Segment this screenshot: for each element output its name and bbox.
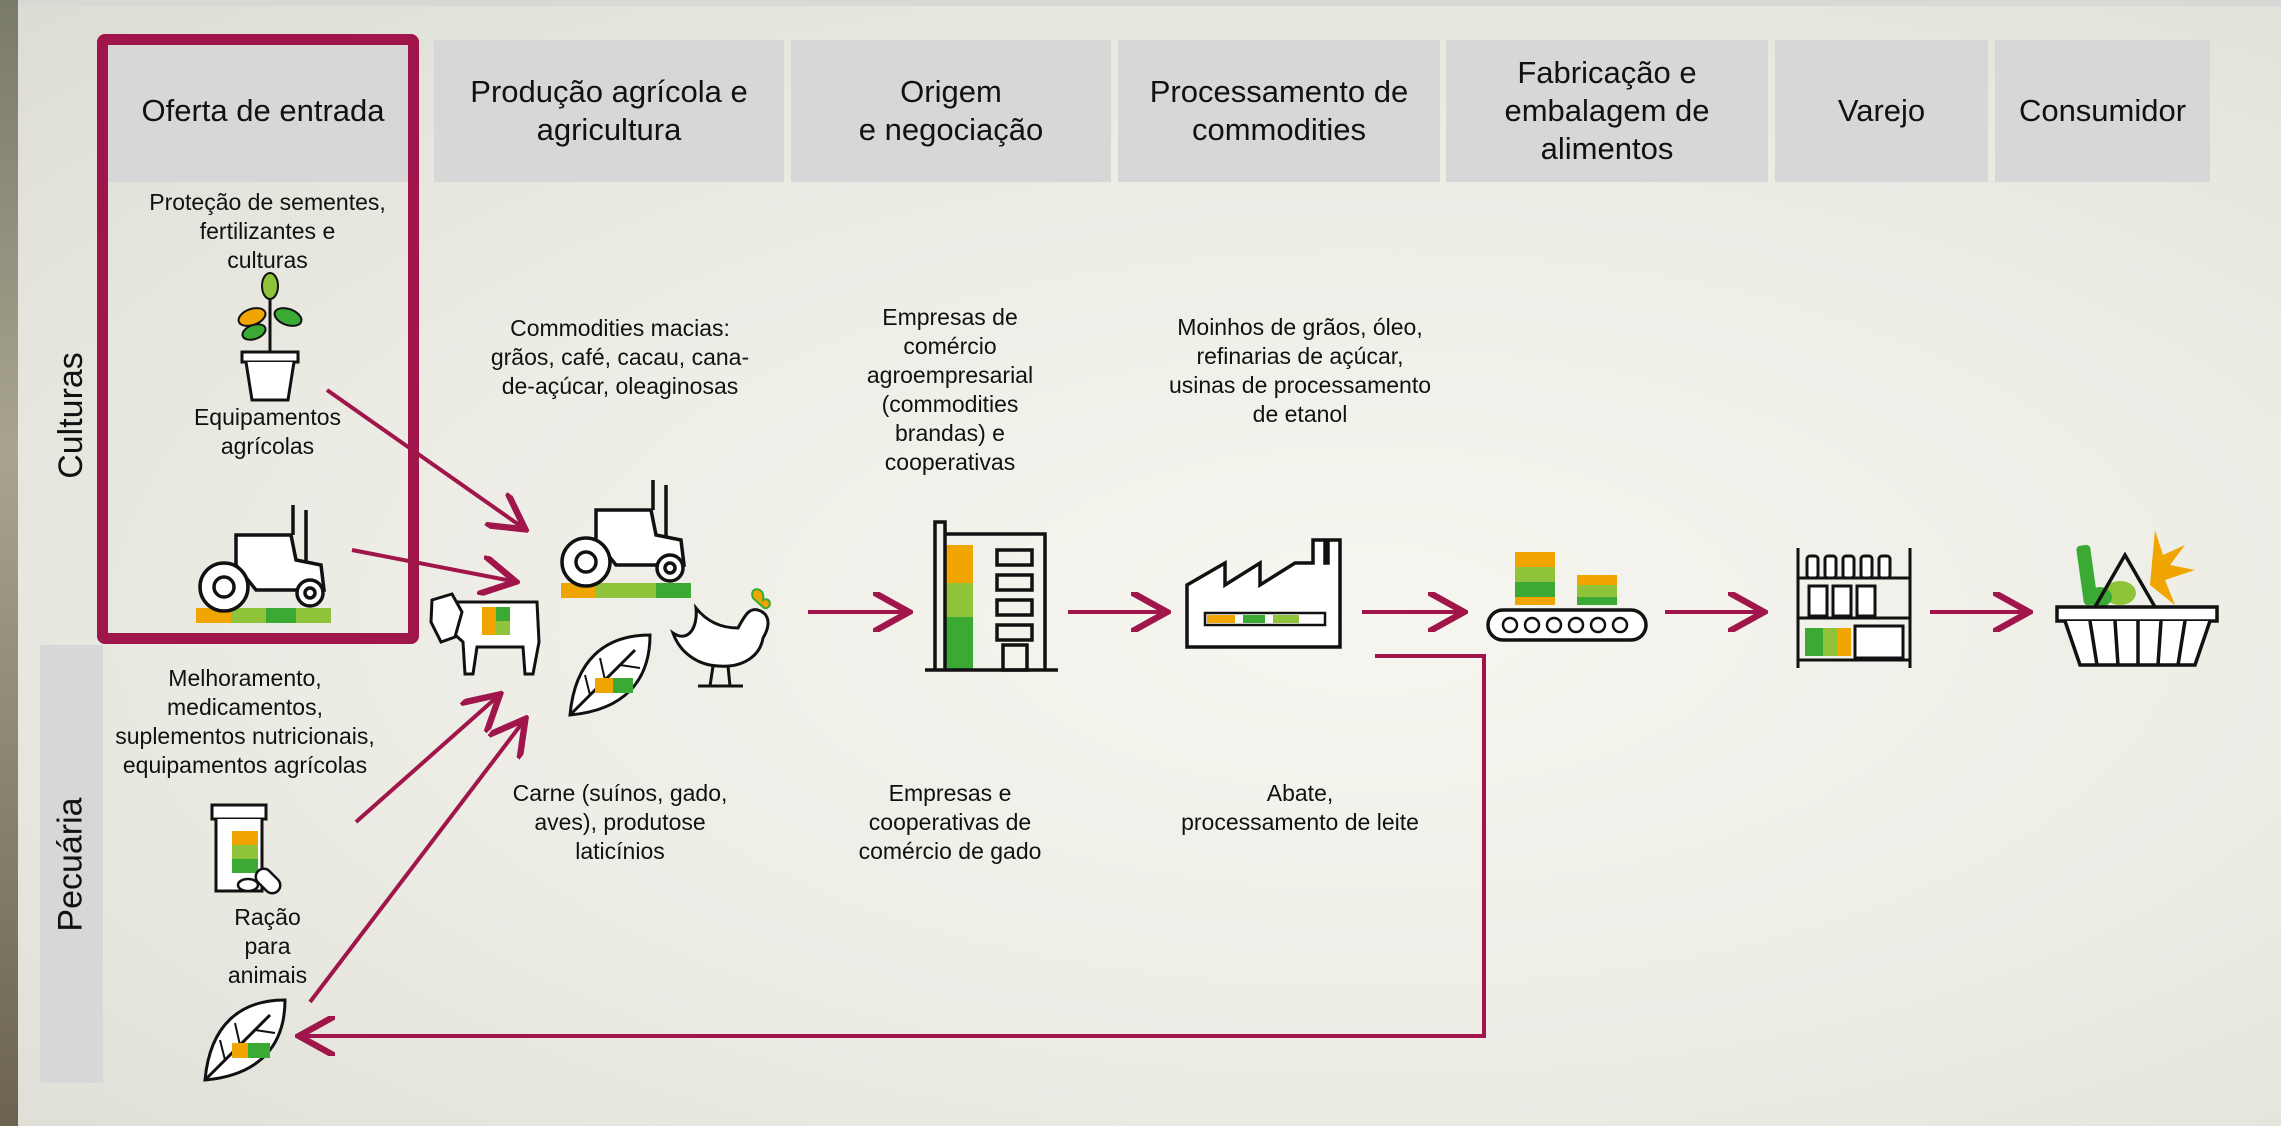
arrow-breeding-to-farm (354, 697, 497, 824)
label-breeding: Melhoramento, medicamentos, suplementos … (115, 665, 375, 778)
highlight-frame (97, 34, 419, 644)
building-icon (925, 520, 1058, 672)
medicine-icon (210, 803, 282, 895)
label-soft-commodities: Commodities macias: grãos, café, cacau, … (490, 315, 750, 399)
basket-icon (2055, 530, 2219, 667)
background-strip (0, 0, 2281, 6)
cow-icon (429, 592, 541, 676)
header-commodity-processing: Processamento de commodities (1118, 40, 1440, 182)
background-edge (0, 0, 18, 1126)
shelf-icon (1796, 548, 1912, 668)
plant-pot-icon (237, 272, 303, 402)
label-feed: Ração para animais (227, 904, 308, 988)
label-equipment: Equipamentos agrícolas (193, 404, 342, 459)
conveyor-icon (1486, 552, 1648, 642)
arrow-equipment-to-farm (351, 548, 512, 581)
tractor-icon (560, 480, 691, 598)
header-agricultural-production: Produção agrícola e agricultura (434, 40, 784, 182)
label-livestock-trade: Empresas e cooperativas de comércio de g… (858, 780, 1042, 864)
label-seeds: Proteção de sementes, fertilizantes e cu… (149, 189, 386, 273)
row-label-livestock: Pecuária (40, 645, 103, 1083)
header-food-manufacturing: Fabricação e embalagem de alimentos (1446, 40, 1768, 182)
arrow-feed-to-farm (308, 722, 523, 1004)
tractor-icon (196, 505, 331, 623)
label-slaughter: Abate, processamento de leite (1181, 780, 1419, 835)
factory-icon (1185, 538, 1342, 649)
header-origination-trading: Origem e negociação (791, 40, 1111, 182)
header-input-supply: Oferta de entrada (108, 40, 418, 182)
header-consumer: Consumidor (1995, 40, 2210, 182)
label-agribusiness: Empresas de comércio agroempresarial (co… (866, 304, 1034, 475)
leaf-icon (568, 633, 652, 717)
label-meat: Carne (suínos, gado, aves), produtose la… (512, 780, 728, 864)
leaf-icon (203, 998, 287, 1082)
arrow-feedback-to-feed (303, 654, 1486, 1036)
rooster-icon (670, 588, 771, 688)
arrow-seeds-to-farm (325, 388, 522, 527)
label-mills: Moinhos de grãos, óleo, refinarias de aç… (1168, 314, 1432, 427)
header-retail: Varejo (1775, 40, 1988, 182)
